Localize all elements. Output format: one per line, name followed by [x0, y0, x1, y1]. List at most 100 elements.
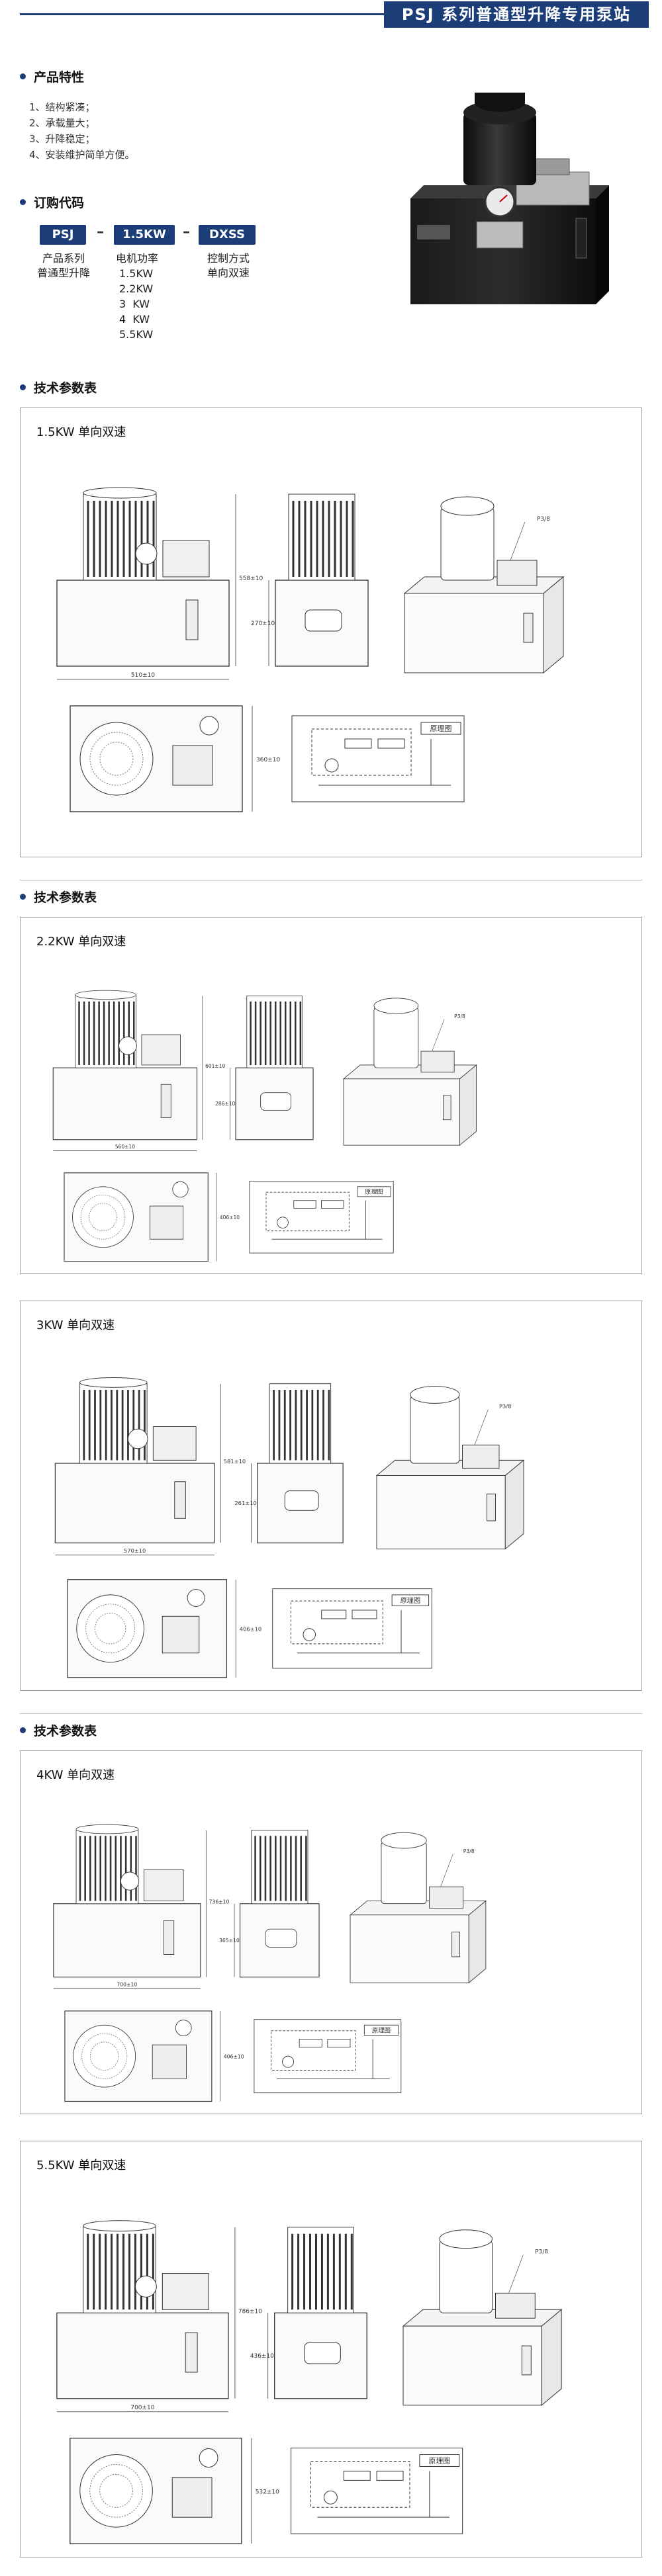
svg-text:P3/8: P3/8	[535, 2249, 548, 2256]
top-view: 406±10	[64, 2010, 244, 2102]
code-desc-line: 控制方式	[207, 252, 250, 265]
svg-text:510±10: 510±10	[131, 672, 155, 679]
section-heading-text: 技术参数表	[34, 890, 97, 905]
feature-item: 4、安装维护简单方便。	[29, 149, 135, 161]
features-heading-text: 产品特性	[34, 70, 85, 85]
svg-text:406±10: 406±10	[220, 1215, 240, 1221]
code-desc-series: 产品系列 普通型升降	[30, 251, 97, 280]
technical-drawing: 570±10 581±10 261±10 P3/8	[54, 1377, 525, 1678]
svg-text:560±10: 560±10	[115, 1144, 135, 1150]
code-desc-line: 普通型升降	[36, 267, 90, 279]
svg-text:270±10: 270±10	[251, 621, 275, 627]
panel-title: 2.2KW 单向双速	[36, 935, 126, 949]
svg-text:700±10: 700±10	[130, 2405, 154, 2411]
bullet-icon	[20, 894, 26, 900]
top-view: 406±10	[67, 1579, 261, 1678]
header-rule	[20, 13, 642, 15]
iso-view: P3/8	[375, 1385, 525, 1550]
side-view: 261±10	[234, 1383, 344, 1543]
code-desc-line: 单向双速	[207, 267, 250, 279]
svg-text:原理图: 原理图	[401, 1597, 420, 1605]
panel-title: 4KW 单向双速	[36, 1768, 115, 1782]
code-dash: –	[97, 224, 104, 240]
svg-text:原理图: 原理图	[372, 2027, 391, 2034]
svg-text:601±10: 601±10	[205, 1063, 225, 1069]
code-chip-control: DXSS	[199, 225, 256, 245]
hydraulic-schematic: 原理图	[291, 2448, 463, 2534]
svg-text:261±10: 261±10	[234, 1500, 256, 1506]
top-view: 406±10	[64, 1172, 240, 1262]
technical-drawing: 700±10 786±10 436±10 P3/8	[56, 2220, 563, 2544]
spec-panel: 5.5KW 单向双速 700±10 786±10 436±10	[20, 2141, 642, 2557]
technical-drawing: 560±10 601±10 286±10 P3/8	[52, 990, 477, 1262]
product-photo	[410, 93, 609, 304]
order-code-heading: 订购代码	[20, 193, 84, 211]
code-dash: –	[183, 224, 190, 240]
spec-panel: 3KW 单向双速 570±10 581±10 261±10	[20, 1301, 642, 1691]
front-view: 700±10 786±10	[56, 2220, 262, 2413]
svg-text:700±10: 700±10	[117, 1981, 137, 1987]
svg-text:286±10: 286±10	[215, 1101, 235, 1107]
front-view: 700±10 736±10	[53, 1824, 230, 1989]
hydraulic-schematic: 原理图	[291, 715, 465, 802]
section-heading-text: 技术参数表	[34, 381, 97, 396]
section-heading: 技术参数表	[20, 1721, 97, 1739]
svg-text:581±10: 581±10	[224, 1458, 246, 1465]
section-heading: 技术参数表	[20, 378, 97, 396]
svg-text:360±10: 360±10	[256, 757, 280, 763]
spec-panel: 2.2KW 单向双速 560±10 601±10 286±10	[20, 917, 642, 1274]
iso-view: P3/8	[402, 2229, 563, 2406]
svg-text:406±10: 406±10	[224, 2054, 244, 2060]
front-view: 560±10 601±10	[52, 990, 225, 1151]
iso-view: P3/8	[349, 1832, 487, 1984]
svg-text:P3/8: P3/8	[537, 516, 550, 523]
code-desc-control: 控制方式 单向双速	[199, 251, 258, 280]
section-heading: 技术参数表	[20, 888, 97, 906]
svg-text:原理图: 原理图	[430, 724, 452, 733]
features-list: 1、结构紧凑； 2、承载量大； 3、升降稳定； 4、安装维护简单方便。	[29, 99, 135, 163]
svg-text:406±10: 406±10	[240, 1625, 261, 1632]
bullet-icon	[20, 73, 26, 79]
svg-text:570±10: 570±10	[124, 1547, 146, 1554]
panel-title: 1.5KW 单向双速	[36, 425, 126, 439]
power-item: 4 KW	[119, 313, 150, 325]
top-view: 360±10	[70, 705, 280, 812]
hydraulic-schematic: 原理图	[254, 2019, 402, 2094]
side-view: 286±10	[215, 996, 314, 1140]
side-view: 365±10	[219, 1830, 320, 1978]
svg-text:558±10: 558±10	[239, 576, 263, 582]
side-view: 436±10	[250, 2227, 367, 2399]
power-item: 2.2KW	[119, 282, 154, 295]
svg-text:P3/8: P3/8	[463, 1848, 475, 1854]
top-view: 532±10	[70, 2437, 279, 2544]
features-heading: 产品特性	[20, 67, 84, 85]
power-item: 5.5KW	[119, 328, 154, 341]
panel-title: 3KW 单向双速	[36, 1318, 115, 1332]
iso-view: P3/8	[403, 496, 565, 674]
svg-text:786±10: 786±10	[238, 2308, 262, 2315]
power-item: 1.5KW	[119, 267, 154, 280]
header-bar: PSJ 系列普通型升降专用泵站	[0, 0, 662, 29]
hydraulic-schematic: 原理图	[272, 1588, 432, 1669]
order-code-heading-text: 订购代码	[34, 196, 85, 210]
iso-view: P3/8	[342, 998, 477, 1146]
code-chip-power: 1.5KW	[114, 225, 175, 245]
power-list: 1.5KW 2.2KW 3 KW 4 KW 5.5KW	[119, 266, 153, 342]
svg-text:P3/8: P3/8	[454, 1013, 465, 1019]
feature-item: 3、升降稳定；	[29, 133, 95, 145]
feature-item: 2、承载量大；	[29, 117, 95, 129]
technical-drawing: 700±10 736±10 365±10 P3/8	[53, 1824, 487, 2102]
power-item: 3 KW	[119, 298, 150, 310]
feature-item: 1、结构紧凑；	[29, 101, 95, 113]
code-desc-line: 产品系列	[42, 252, 85, 265]
svg-text:原理图: 原理图	[365, 1189, 383, 1196]
spec-panel: 1.5KW 单向双速 510±10 558±10 270±10	[20, 408, 642, 857]
svg-text:原理图: 原理图	[428, 2456, 450, 2465]
panel-title: 5.5KW 单向双速	[36, 2159, 126, 2172]
code-chip-series: PSJ	[40, 225, 86, 245]
bullet-icon	[20, 384, 26, 390]
bullet-icon	[20, 199, 26, 205]
code-desc-power-title: 电机功率	[116, 252, 159, 265]
svg-text:436±10: 436±10	[250, 2353, 274, 2360]
front-view: 570±10 581±10	[54, 1377, 246, 1556]
